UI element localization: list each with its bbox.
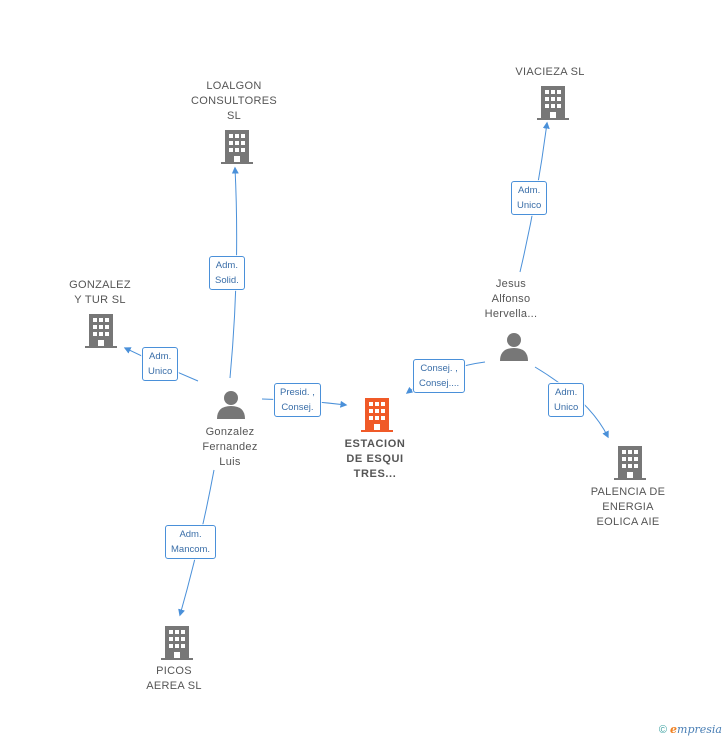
- brand-logo: empresia: [670, 723, 722, 736]
- role-label-estacion-jesus: Consej. , Consej....: [413, 359, 466, 393]
- building-icon-estacion[interactable]: [361, 398, 393, 437]
- building-icon-loalgon[interactable]: [221, 130, 253, 169]
- role-label-picos: Adm. Mancom.: [165, 525, 217, 559]
- building-icon-picos[interactable]: [161, 626, 193, 665]
- role-label-palencia: Adm. Unico: [548, 383, 585, 417]
- node-label-luis[interactable]: Gonzalez Fernandez Luis: [202, 426, 258, 468]
- person-icon-luis[interactable]: [216, 389, 246, 424]
- role-label-estacion-luis: Presid. , Consej.: [274, 383, 321, 417]
- node-label-palencia[interactable]: PALENCIA DE ENERGIA EOLICA AIE: [590, 486, 666, 528]
- node-label-viacieza[interactable]: VIACIEZA SL: [515, 66, 585, 78]
- building-icon-gonzalez-tur[interactable]: [85, 314, 117, 353]
- person-icon-jesus[interactable]: [499, 331, 529, 366]
- building-icon-palencia[interactable]: [614, 446, 646, 485]
- node-label-jesus[interactable]: Jesus Alfonso Hervella...: [484, 278, 538, 320]
- building-icon-viacieza[interactable]: [537, 86, 569, 125]
- copyright-icon: ©: [658, 724, 667, 736]
- role-label-viacieza: Adm. Unico: [511, 181, 548, 215]
- node-label-estacion[interactable]: ESTACION DE ESQUI TRES...: [344, 438, 406, 480]
- role-label-loalgon: Adm. Solid.: [209, 256, 245, 290]
- node-label-loalgon[interactable]: LOALGON CONSULTORES SL: [190, 80, 278, 122]
- role-label-gonzalez-tur: Adm. Unico: [142, 347, 179, 381]
- footer-brand[interactable]: © empresia: [659, 723, 722, 736]
- node-label-gonzalez-tur[interactable]: GONZALEZ Y TUR SL: [69, 279, 131, 306]
- node-label-picos[interactable]: PICOS AEREA SL: [146, 665, 202, 692]
